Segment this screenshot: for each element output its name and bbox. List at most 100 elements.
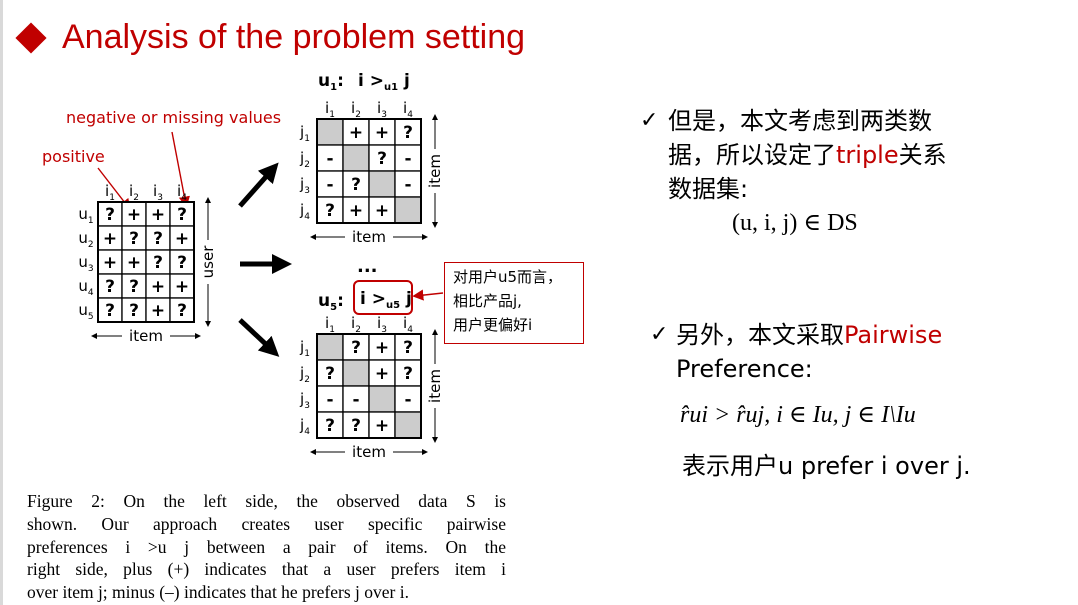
cell-value: ? (129, 229, 139, 249)
matrix-cell (368, 359, 396, 387)
col-label: i3 (153, 182, 163, 203)
cell-value: ? (177, 301, 187, 321)
left-border (0, 0, 3, 605)
cell-value: ? (351, 416, 361, 436)
row-label: j3 (299, 175, 310, 196)
axis-label-right: user (199, 245, 217, 279)
col-label: i3 (377, 99, 387, 120)
matrix-cell (368, 170, 396, 198)
point-2: ✓ 另外，本文采取Pairwise Preference: (650, 318, 1050, 398)
cell-value: ? (377, 149, 387, 169)
matrix-cell (368, 411, 396, 439)
row-label: j4 (299, 201, 310, 222)
callout-line-2: 相比产品j, (453, 292, 522, 310)
caption-line-5: over item j; minus (–) indicates that he… (27, 582, 409, 603)
cell-value: ? (403, 338, 413, 358)
cell-value: - (404, 175, 411, 195)
cell-value: ? (153, 229, 163, 249)
matrix-cell (394, 196, 422, 224)
caption-line-2: shown. Our approach creates user specifi… (27, 513, 506, 534)
cell-value: + (375, 338, 389, 358)
preference-matrix-diagram: negative or missing values positive ?++?… (42, 71, 444, 461)
cell-value: + (375, 416, 389, 436)
matrix-border (97, 201, 195, 323)
col-label: i2 (351, 314, 361, 335)
formula-triple: (u, i, j) ∈ DS (732, 210, 858, 236)
cell-value: ? (129, 301, 139, 321)
figure-caption: Figure 2: On the left side, the observed… (27, 490, 506, 604)
matrix-cell (316, 359, 344, 387)
callout-line-1: 对用户u5而言， (453, 268, 563, 286)
col-label: i4 (177, 182, 187, 203)
matrix-cell (342, 196, 370, 224)
cell-value: ? (105, 205, 115, 225)
axis-label-bottom: item (129, 327, 163, 345)
cell-value: - (326, 149, 333, 169)
arrow-to-bottom-matrix (238, 318, 280, 357)
axis-label-bottom: item (352, 443, 386, 461)
matrix-cell (394, 411, 422, 439)
matrix-cell (121, 249, 147, 275)
row-label: j1 (299, 123, 310, 144)
formula-pairwise: r̂ui > r̂uj, i ∈ Iu, j ∈ I\Iu (680, 402, 916, 428)
cell-value: + (375, 364, 389, 384)
caption-line-3: preferences i >u j between a pair of ite… (27, 536, 506, 557)
matrix-cell (342, 333, 370, 361)
checkmark-icon: ✓ (640, 108, 659, 133)
col-label: i3 (377, 314, 387, 335)
point-2-explanation: 表示用户u prefer i over j. (682, 452, 971, 480)
axis-label-bottom: item (352, 228, 386, 246)
row-label: j1 (299, 338, 310, 359)
col-label: i4 (403, 99, 413, 120)
col-label: i1 (325, 314, 335, 335)
arrow-to-top-matrix (238, 162, 279, 208)
svg-text:u5:: u5: (318, 291, 344, 313)
col-label: i2 (351, 99, 361, 120)
cell-value: + (349, 123, 363, 143)
cell-value: + (375, 201, 389, 221)
matrix-border (316, 118, 422, 224)
matrix-cell (316, 333, 344, 361)
svg-text:i >u1 j: i >u1 j (358, 71, 410, 93)
col-label: i2 (129, 182, 139, 203)
row-label: j3 (299, 390, 310, 411)
cell-value: + (103, 229, 117, 249)
callout-pointer-arrow (412, 289, 444, 301)
svg-text:u1:: u1: (318, 71, 344, 93)
cell-value: ? (403, 123, 413, 143)
point-2-line-1: 另外，本文采取Pairwise (676, 321, 943, 349)
axis-label-right: item (426, 369, 444, 403)
matrix-cell (368, 385, 396, 413)
caption-line-4: right side, plus (+) indicates that a us… (27, 559, 506, 580)
bottom-matrix-heading: u5: i >u5 j (318, 280, 413, 315)
callout-line-3: 用户更偏好i (453, 316, 533, 334)
cell-value: + (127, 205, 141, 225)
ellipsis: ... (357, 256, 378, 277)
cell-value: ? (325, 416, 335, 436)
matrix-cell (394, 385, 422, 413)
point-1-line-2: 据，所以设定了triple关系 (668, 141, 947, 169)
row-label: u2 (78, 229, 93, 250)
caption-line-1: Figure 2: On the left side, the observed… (27, 491, 506, 511)
slide-title: Analysis of the problem setting (62, 18, 526, 56)
cell-value: ? (177, 253, 187, 273)
negative-pointer-arrow (171, 131, 190, 208)
matrix-cell (121, 273, 147, 299)
matrix-cell (394, 359, 422, 387)
point-1-line-3: 数据集: (668, 175, 749, 203)
cell-value: - (404, 390, 411, 410)
matrix-border (316, 333, 422, 439)
cell-value: ? (403, 364, 413, 384)
point-1-line-1: 但是，本文考虑到两类数 (668, 107, 932, 135)
cell-value: ? (351, 338, 361, 358)
matrix-cell (368, 196, 396, 224)
label-positive: positive (42, 147, 105, 166)
point-1: ✓ 但是，本文考虑到两类数 据，所以设定了triple关系 数据集: (640, 104, 1040, 244)
cell-value: + (151, 301, 165, 321)
cell-value: ? (105, 277, 115, 297)
matrix-cell (316, 118, 344, 146)
cell-value: - (404, 149, 411, 169)
row-label: j4 (299, 416, 310, 437)
